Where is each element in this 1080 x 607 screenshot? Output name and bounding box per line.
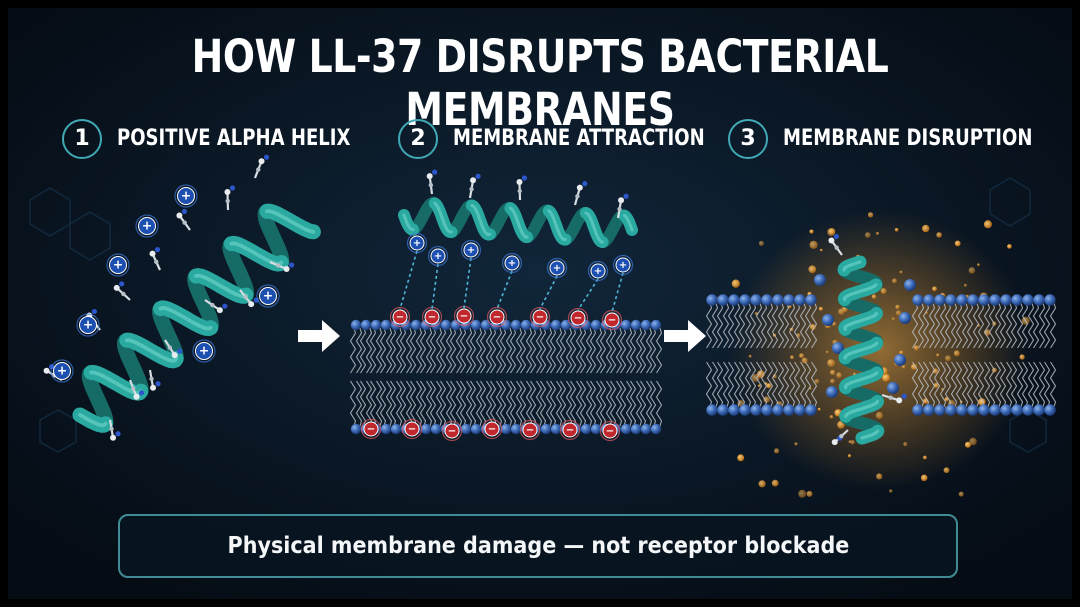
negative-charge-icon: −: [362, 420, 381, 439]
leakage-glow: [730, 210, 1030, 490]
page-title: HOW LL-37 DISRUPTS BACTERIAL MEMBRANES: [86, 30, 993, 136]
svg-text:+: +: [508, 258, 516, 269]
svg-text:+: +: [83, 318, 93, 332]
svg-text:−: −: [493, 312, 501, 323]
svg-text:+: +: [113, 258, 123, 272]
negative-charge-icon: −: [531, 308, 550, 327]
svg-text:−: −: [428, 312, 436, 323]
positive-charge-icon: +: [548, 259, 567, 278]
svg-text:+: +: [181, 189, 191, 203]
svg-text:−: −: [367, 424, 375, 435]
svg-text:+: +: [413, 238, 421, 249]
negative-charge-icon: −: [391, 308, 410, 327]
positive-charge-icon: +: [77, 314, 99, 336]
step-1-label: POSITIVE ALPHA HELIX: [117, 127, 350, 151]
svg-text:+: +: [467, 245, 475, 256]
svg-text:−: −: [566, 425, 574, 436]
step-3-label: MEMBRANE DISRUPTION: [783, 127, 1032, 151]
svg-text:−: −: [606, 426, 614, 437]
negative-charge-icon: −: [569, 309, 588, 328]
svg-text:−: −: [526, 425, 534, 436]
step-3-number-badge: 3: [728, 119, 768, 159]
svg-text:+: +: [57, 364, 67, 378]
svg-text:−: −: [536, 312, 544, 323]
svg-text:−: −: [448, 426, 456, 437]
svg-text:+: +: [263, 289, 273, 303]
positive-charge-icon: +: [51, 360, 73, 382]
positive-charge-icon: +: [193, 340, 215, 362]
step-2-number-badge: 2: [398, 119, 438, 159]
negative-charge-icon: −: [521, 421, 540, 440]
positive-charge-icon: +: [589, 262, 608, 281]
negative-charge-icon: −: [603, 311, 622, 330]
positive-charge-icon: +: [257, 285, 279, 307]
caption-text: Physical membrane damage — not receptor …: [227, 533, 849, 559]
svg-text:−: −: [460, 311, 468, 322]
svg-text:−: −: [408, 424, 416, 435]
negative-charge-icon: −: [443, 422, 462, 441]
positive-charge-icon: +: [429, 247, 448, 266]
svg-text:−: −: [488, 424, 496, 435]
svg-text:+: +: [199, 344, 209, 358]
svg-text:+: +: [553, 263, 561, 274]
positive-charge-icon: +: [503, 254, 522, 273]
negative-charge-icon: −: [403, 420, 422, 439]
negative-charge-icon: −: [483, 420, 502, 439]
negative-charge-icon: −: [561, 421, 580, 440]
negative-charge-icon: −: [488, 308, 507, 327]
caption-box: Physical membrane damage — not receptor …: [118, 514, 958, 578]
svg-text:−: −: [396, 312, 404, 323]
negative-charge-icon: −: [423, 308, 442, 327]
step-2-label: MEMBRANE ATTRACTION: [453, 127, 705, 151]
svg-text:+: +: [619, 260, 627, 271]
positive-charge-icon: +: [107, 254, 129, 276]
step-1-number-badge: 1: [62, 119, 102, 159]
svg-text:−: −: [574, 313, 582, 324]
positive-charge-icon: +: [614, 256, 633, 275]
positive-charge-icon: +: [462, 241, 481, 260]
negative-charge-icon: −: [455, 307, 474, 326]
svg-text:−: −: [608, 315, 616, 326]
positive-charge-icon: +: [175, 185, 197, 207]
positive-charge-icon: +: [136, 215, 158, 237]
svg-text:+: +: [142, 219, 152, 233]
svg-text:+: +: [594, 266, 602, 277]
negative-charge-icon: −: [601, 422, 620, 441]
positive-charge-icon: +: [408, 234, 427, 253]
svg-text:+: +: [434, 251, 442, 262]
